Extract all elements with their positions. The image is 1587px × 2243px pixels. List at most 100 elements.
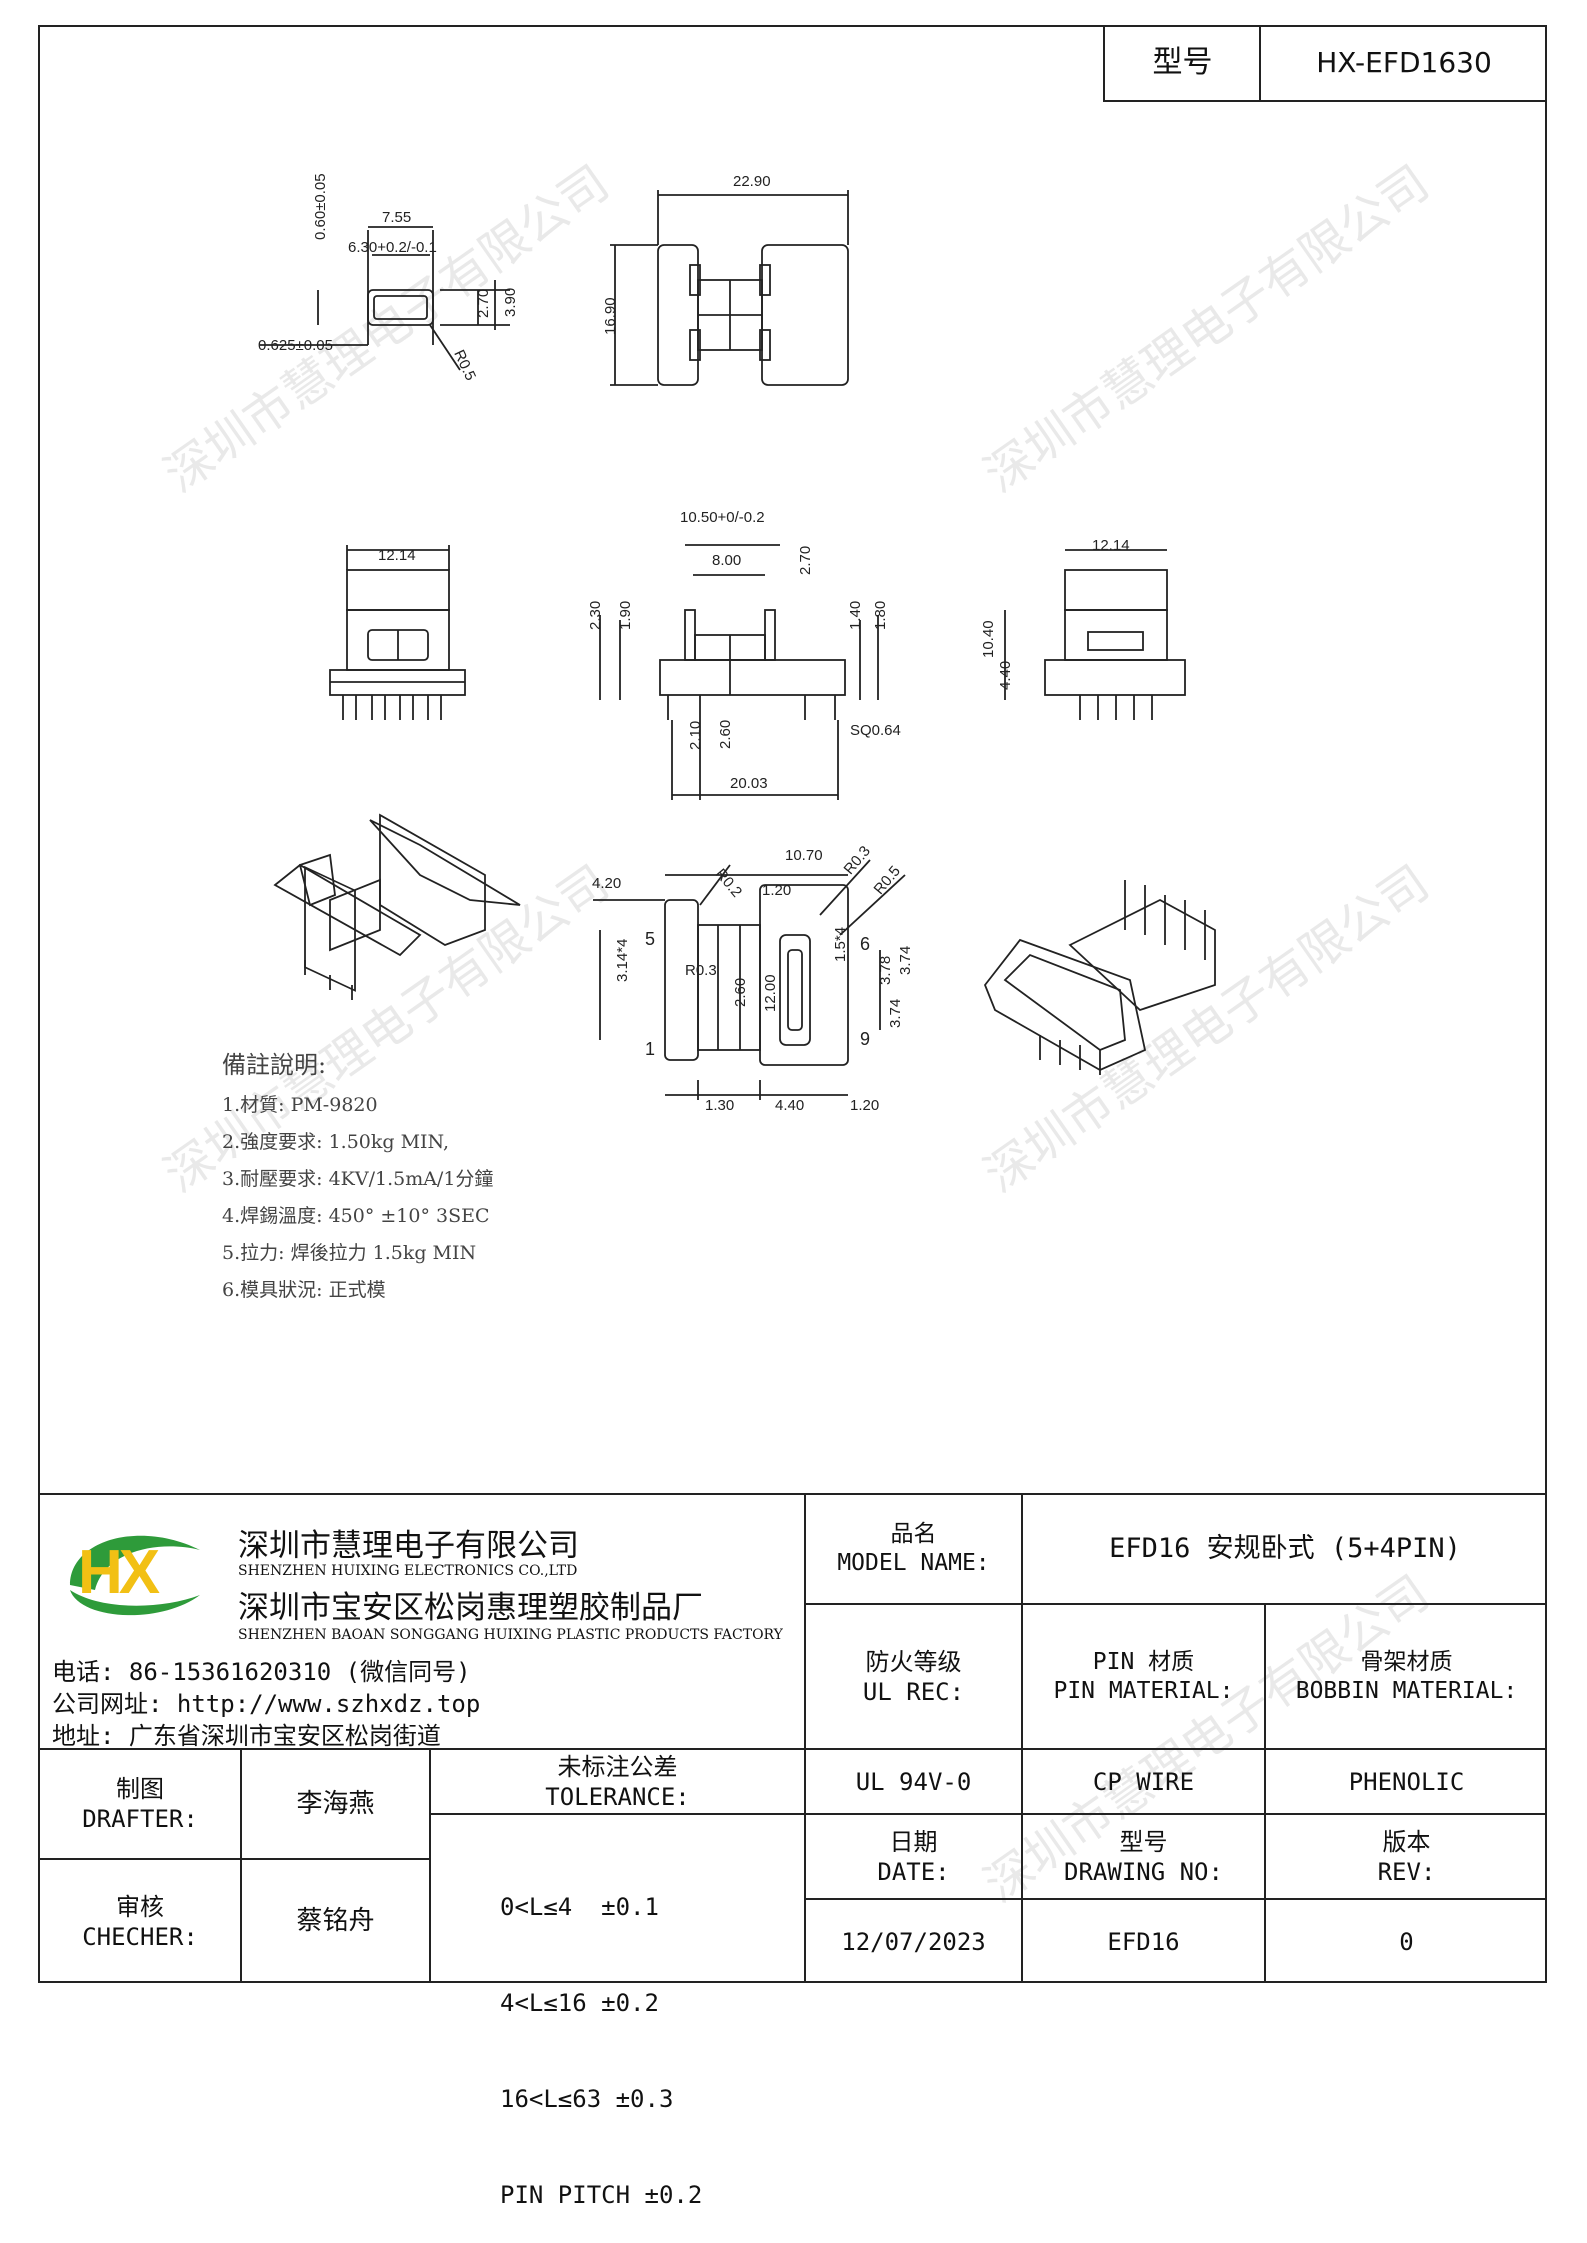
- col-divider: [1264, 1603, 1266, 1983]
- notes-title: 備註說明:: [222, 1051, 327, 1079]
- dim-text: 3.14*4: [614, 939, 631, 982]
- date-label: 日期 DATE:: [806, 1815, 1021, 1898]
- bobbin-material-label: 骨架材质 BOBBIN MATERIAL:: [1266, 1605, 1547, 1748]
- dim-text: 2.60: [732, 978, 749, 1007]
- dim-text: 22.90: [733, 173, 771, 190]
- drafter-label-en: DRAFTER:: [82, 1805, 198, 1833]
- notes-block: 備註說明: 1.材質: PM-9820 2.強度要求: 1.50kg MIN, …: [222, 1045, 493, 1312]
- row-divider: [805, 1603, 1547, 1605]
- header-model-label: 型号: [1103, 25, 1260, 102]
- dim-text: 16.90: [602, 297, 619, 335]
- header-model-value: HX-EFD1630: [1259, 25, 1547, 102]
- logo-swoosh-icon: [70, 1535, 200, 1616]
- dim-text: SQ0.64: [850, 722, 901, 739]
- drawing-no-value: EFD16: [1107, 1927, 1180, 1956]
- dim-text: 10.50+0/-0.2: [680, 509, 765, 526]
- tolerance-row: 16<L≤63 ±0.3: [500, 2085, 674, 2113]
- note-item: 1.材質: PM-9820: [222, 1094, 378, 1116]
- dim-text: 1.80: [872, 601, 889, 630]
- tolerance-row: PIN PITCH ±0.2: [500, 2181, 703, 2209]
- dim-text: 0.60±0.05: [312, 173, 329, 240]
- dim-text: 12.00: [762, 974, 779, 1012]
- note-item: 4.焊錫溫度: 450° ±10° 3SEC: [222, 1205, 490, 1227]
- tolerance-label-cn: 未标注公差: [557, 1752, 678, 1781]
- model-name-value: EFD16 安规卧式 (5+4PIN): [1109, 1533, 1461, 1565]
- title-block-top-border: [38, 1493, 1547, 1495]
- row-divider: [38, 1858, 430, 1860]
- pin-label: 6: [860, 934, 870, 954]
- ul-rec-label-cn: 防火等级: [865, 1647, 962, 1676]
- col-divider: [804, 1493, 806, 1983]
- tolerance-label: 未标注公差 TOLERANCE:: [431, 1750, 804, 1813]
- factory-name-en: SHENZHEN BAOAN SONGGANG HUIXING PLASTIC …: [238, 1627, 783, 1643]
- model-name-label: 品名 MODEL NAME:: [806, 1495, 1021, 1603]
- pin-material-label-en: PIN MATERIAL:: [1053, 1677, 1234, 1704]
- dim-text: 3.74: [897, 946, 914, 975]
- dim-text: 1.20: [850, 1097, 879, 1114]
- note-item: 2.強度要求: 1.50kg MIN,: [222, 1131, 449, 1153]
- dim-text: 3.74: [887, 999, 904, 1028]
- row-divider: [805, 1898, 1547, 1900]
- ul-rec-label-en: UL REC:: [862, 1677, 965, 1706]
- date-value: 12/07/2023: [841, 1927, 986, 1956]
- company-website[interactable]: 公司网址: http://www.szhxdz.top: [52, 1690, 481, 1718]
- dim-text: 12.14: [1092, 537, 1130, 554]
- drawing-no-label-cn: 型号: [1119, 1827, 1168, 1856]
- factory-name-cn: 深圳市宝安区松岗惠理塑胶制品厂: [238, 1590, 703, 1626]
- row-divider: [38, 1748, 1547, 1750]
- row-divider: [430, 1813, 1547, 1815]
- tolerance-list: 0<L≤4 ±0.1 4<L≤16 ±0.2 16<L≤63 ±0.3 PIN …: [500, 1827, 702, 2243]
- checker-label-en: CHECHER:: [82, 1922, 198, 1951]
- note-item: 6.模具狀況: 正式模: [222, 1279, 386, 1301]
- dim-text: 10.40: [980, 620, 997, 658]
- rev-label: 版本 REV:: [1266, 1815, 1547, 1898]
- bobbin-material-value: PHENOLIC: [1348, 1767, 1465, 1796]
- dim-text: 6.30+0.2/-0.1: [348, 239, 437, 256]
- drafter-label: 制图 DRAFTER:: [40, 1750, 240, 1858]
- model-name-label-en: MODEL NAME:: [837, 1550, 990, 1576]
- dim-text: 4.20: [592, 875, 621, 892]
- dim-text: R0.5: [450, 347, 479, 383]
- company-address: 地址: 广东省深圳市宝安区松岗街道: [52, 1722, 441, 1750]
- drawing-no-label-en: DRAWING NO:: [1064, 1857, 1223, 1886]
- dim-text: 10.70: [785, 847, 823, 864]
- tolerance-row: 4<L≤16 ±0.2: [500, 1989, 659, 2017]
- dim-text: 1.30: [705, 1097, 734, 1114]
- drawing-no-label: 型号 DRAWING NO:: [1023, 1815, 1264, 1898]
- checker-label-cn: 审核: [116, 1892, 164, 1921]
- dim-text: 4.40: [775, 1097, 804, 1114]
- dim-text: R0.3: [685, 962, 717, 979]
- note-item: 3.耐壓要求: 4KV/1.5mA/1分鐘: [222, 1168, 494, 1190]
- pin-material-label-cn: PIN 材质: [1092, 1648, 1195, 1675]
- dim-text: 0.625±0.05: [258, 337, 333, 354]
- dim-text: 2.70: [797, 546, 814, 575]
- col-divider: [429, 1748, 431, 1983]
- ul-rec-label: 防火等级 UL REC:: [806, 1605, 1021, 1748]
- core-section-inner: [373, 295, 428, 320]
- technical-drawing: 0.60±0.05 7.55 6.30+0.2/-0.1 2.70 3.90 0…: [258, 173, 1216, 1114]
- date-label-en: DATE:: [877, 1857, 950, 1886]
- dim-text: 3.78: [877, 956, 894, 985]
- dim-text: 2.70: [475, 289, 492, 318]
- model-name-label-cn: 品名: [890, 1521, 937, 1548]
- tolerance-row: 0<L≤4 ±0.1: [500, 1893, 659, 1921]
- dim-text: 2.60: [717, 720, 734, 749]
- pin-material-value: CP WIRE: [1092, 1767, 1195, 1796]
- pin-label: 5: [645, 929, 655, 949]
- dim-text: 2.30: [587, 601, 604, 630]
- dim-text: 4.40: [997, 661, 1014, 690]
- rev-label-cn: 版本: [1382, 1827, 1431, 1856]
- dim-text: 1.20: [762, 882, 791, 899]
- drawing-frame: [38, 25, 1547, 1983]
- rev-label-en: REV:: [1377, 1857, 1436, 1886]
- pin-material-label: PIN 材质 PIN MATERIAL:: [1023, 1605, 1264, 1748]
- company-name-en: SHENZHEN HUIXING ELECTRONICS CO.,LTD: [238, 1563, 578, 1579]
- checker-name: 蔡铭舟: [296, 1906, 375, 1937]
- note-item: 5.拉力: 焊後拉力 1.5kg MIN: [222, 1242, 477, 1264]
- pin-label: 1: [645, 1039, 655, 1059]
- ul-value: UL 94V-0: [855, 1767, 972, 1796]
- dim-text: 7.55: [382, 209, 411, 226]
- bobbin-material-label-cn: 骨架材质: [1360, 1648, 1453, 1675]
- company-name-cn: 深圳市慧理电子有限公司: [238, 1528, 579, 1564]
- checker-label: 审核 CHECHER:: [40, 1860, 240, 1983]
